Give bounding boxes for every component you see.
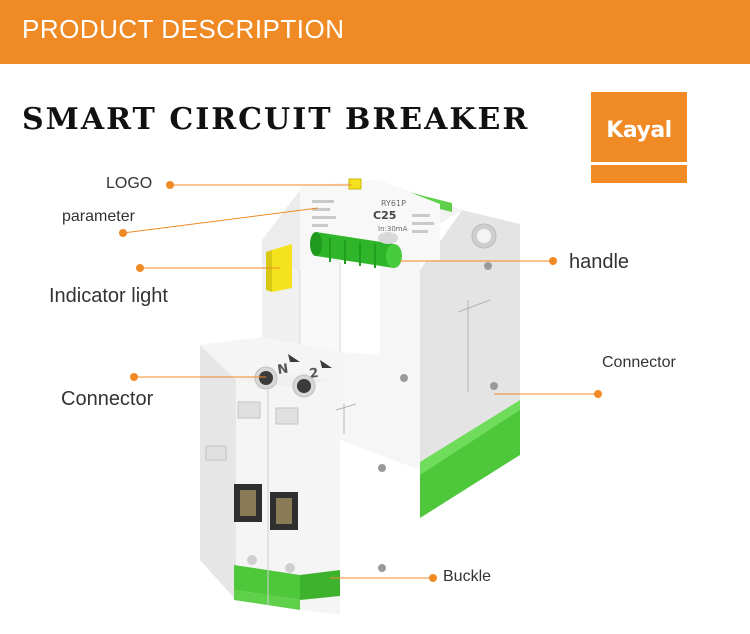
callout-connector-right: Connector	[602, 354, 676, 371]
device-model-label: RY61P	[381, 199, 406, 208]
page-title: SMART CIRCUIT BREAKER	[22, 102, 530, 137]
device-residual-label: In:30mA	[378, 225, 408, 233]
device-rating-label: C25	[373, 209, 396, 222]
callout-indicator-light: Indicator light	[49, 285, 168, 307]
handle-toggle	[310, 232, 402, 268]
header-banner: PRODUCT DESCRIPTION	[0, 0, 750, 64]
callout-connector-left: Connector	[61, 388, 154, 410]
brand-logo-text: Kayal	[606, 118, 672, 143]
callout-buckle: Buckle	[443, 568, 492, 585]
terminal-label-n: N	[276, 362, 289, 378]
callout-logo: LOGO	[106, 175, 153, 192]
terminal-label-2: 2	[308, 366, 319, 382]
callout-lines	[122, 184, 598, 579]
brand-logo: Kayal	[591, 92, 687, 183]
callout-dots	[119, 181, 602, 582]
callout-parameter: parameter	[62, 208, 135, 225]
breaker-body: RY61P C25 In:30mA	[200, 178, 520, 615]
banner-title: PRODUCT DESCRIPTION	[22, 14, 345, 44]
brand-logo-divider	[591, 162, 687, 165]
callout-handle: handle	[569, 251, 630, 273]
